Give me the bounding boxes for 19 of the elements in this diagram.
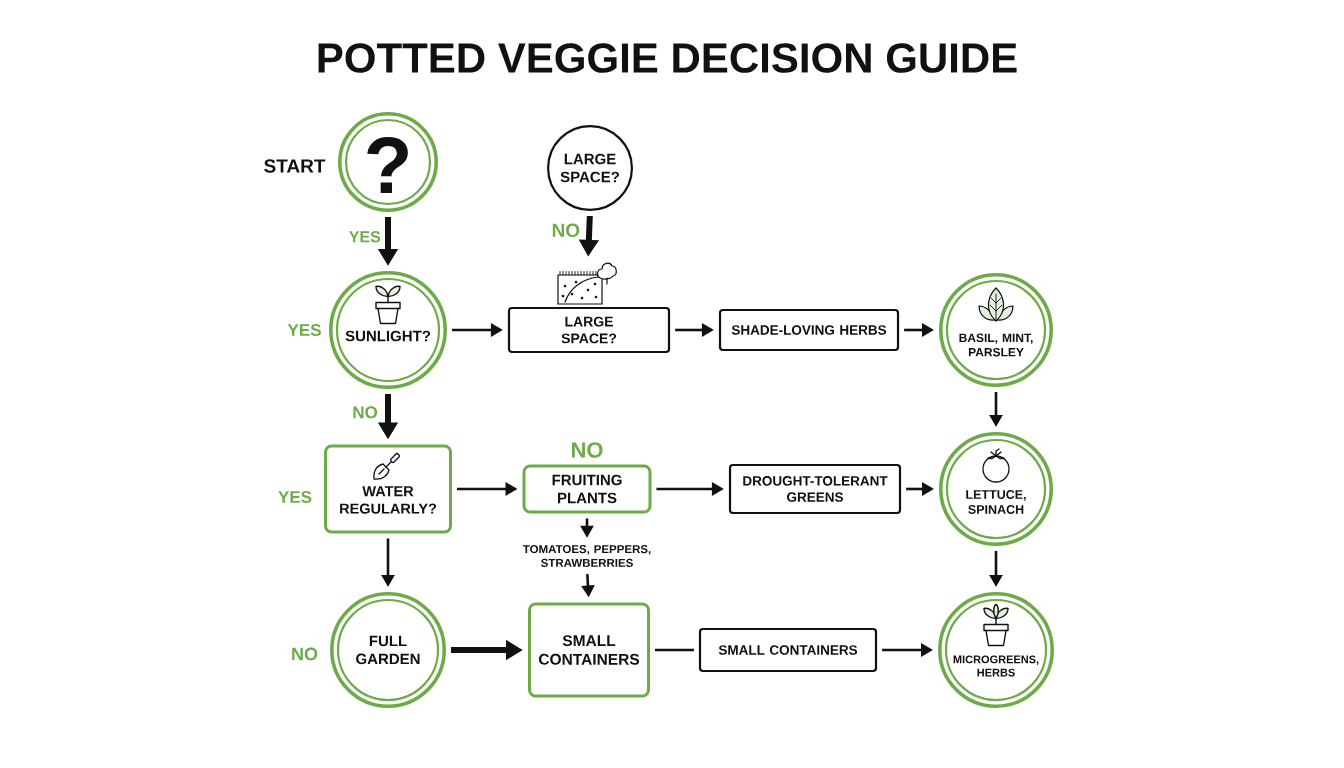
process-box: LARGE SPACE? xyxy=(507,306,671,354)
connector-line xyxy=(655,648,694,652)
decision-box: FRUITING PLANTS xyxy=(522,464,652,514)
decision-box: SMALL CONTAINERS xyxy=(528,602,650,698)
branch-label: NO xyxy=(572,442,603,458)
process-box: SMALL CONTAINERS xyxy=(698,627,878,673)
edge-label: NO xyxy=(552,223,580,238)
decision-box: WATER REGULARLY? xyxy=(324,444,452,534)
garden-bed-icon xyxy=(557,262,617,305)
edge-label: NO xyxy=(353,406,378,419)
note-text: TOMATOES, PEPPERS, STRAWBERRIES xyxy=(522,545,651,567)
branch-label: NO xyxy=(292,647,318,661)
start-label: START xyxy=(264,159,326,173)
title: POTTED VEGGIE DECISION GUIDE xyxy=(318,43,1017,73)
process-box: SHADE-LOVING HERBS xyxy=(718,308,900,352)
branch-label: YES xyxy=(278,491,312,503)
edge-label: YES xyxy=(349,231,381,243)
process-box: DROUGHT-TOLERANT GREENS xyxy=(728,463,902,515)
branch-label: YES xyxy=(287,324,321,336)
